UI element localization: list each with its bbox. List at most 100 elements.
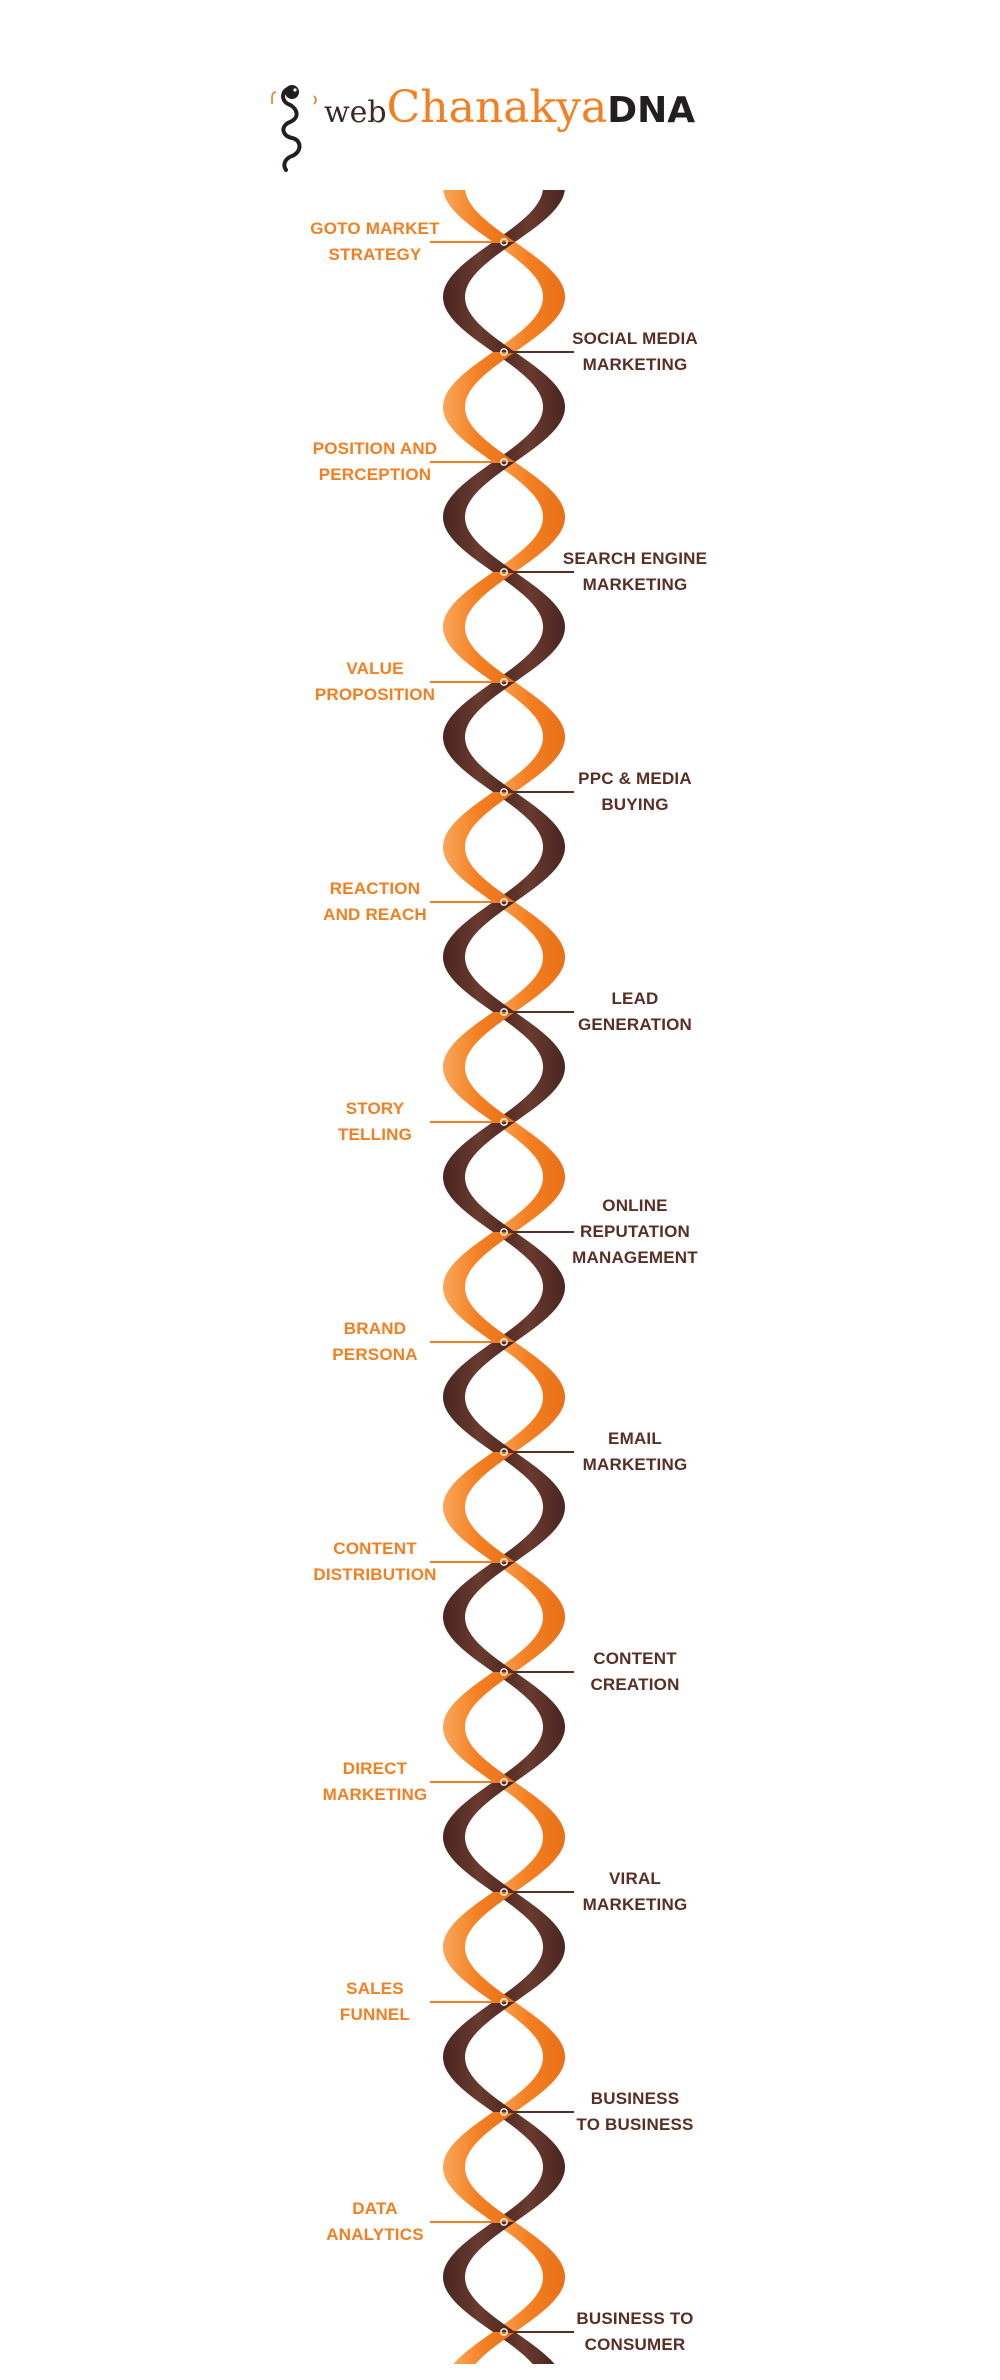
orange-strand-segment <box>493 1782 565 1892</box>
orange-strand-segment <box>493 902 565 1012</box>
brand-prefix: web <box>324 95 387 130</box>
brown-strand-segment <box>493 1232 565 1342</box>
junction-dots <box>500 238 508 2336</box>
right-strand-label: BUSINESS TO BUSINESS <box>550 2086 720 2138</box>
junction-dot <box>500 788 508 796</box>
label-line: GOTO MARKET <box>310 219 440 238</box>
brown-strand-segment <box>493 190 565 242</box>
brand-name: Chanakya <box>386 82 608 133</box>
label-line: LEAD <box>611 989 659 1008</box>
label-line: BRAND <box>343 1319 407 1338</box>
label-line: TELLING <box>337 1125 413 1144</box>
junction-dot <box>500 2108 508 2116</box>
right-strand-label: SOCIAL MEDIA MARKETING <box>550 326 720 378</box>
brown-strand-segment <box>493 792 565 902</box>
orange-strand-segment <box>443 792 515 902</box>
orange-strand-segment <box>493 1562 565 1672</box>
orange-strand-segment <box>443 1452 515 1562</box>
label-line: STRATEGY <box>328 245 422 264</box>
label-line: CREATION <box>590 1675 680 1694</box>
label-line: TO BUSINESS <box>576 2115 694 2134</box>
junction-dot <box>500 1778 508 1786</box>
label-line: BUSINESS <box>590 2089 680 2108</box>
brown-strand-segment <box>443 1342 515 1452</box>
orange-strand-segment <box>493 2002 565 2112</box>
orange-strand-segment <box>443 1012 515 1122</box>
label-line: DATA <box>352 2199 398 2218</box>
junction-dot <box>500 458 508 466</box>
orange-strand-segment <box>443 572 515 682</box>
junction-dot <box>500 1338 508 1346</box>
label-line: POSITION AND <box>312 439 438 458</box>
label-line: BUSINESS TO <box>576 2309 694 2328</box>
brown-strand-segment <box>493 352 565 462</box>
junction-dot <box>500 2328 508 2336</box>
orange-strand-segment <box>443 352 515 462</box>
junction-dot <box>500 238 508 246</box>
label-line: MARKETING <box>322 1785 428 1804</box>
label-line: REACTION <box>329 879 421 898</box>
label-line: MARKETING <box>582 1895 688 1914</box>
junction-dot <box>500 1118 508 1126</box>
brown-strand-segment <box>493 2112 565 2222</box>
brown-strand-segment <box>493 572 565 682</box>
label-line: FUNNEL <box>339 2005 411 2024</box>
orange-strand-segment <box>443 2112 515 2222</box>
label-line: PROPOSITION <box>314 685 436 704</box>
label-line: MARKETING <box>582 355 688 374</box>
junction-dot <box>500 568 508 576</box>
brown-strand-segment <box>443 242 515 352</box>
brown-strand-segment <box>443 462 515 572</box>
brown-strand-segment <box>493 1672 565 1782</box>
brown-strand-segment <box>493 1012 565 1122</box>
label-line: SEARCH ENGINE <box>562 549 708 568</box>
label-line: AND REACH <box>323 905 427 924</box>
junction-dot <box>500 1888 508 1896</box>
brown-strand-segment <box>493 1452 565 1562</box>
orange-strand-segment <box>453 2332 515 2364</box>
junction-dot <box>500 1008 508 1016</box>
label-line: SOCIAL MEDIA <box>572 329 698 348</box>
brown-strand-segment <box>443 682 515 792</box>
brown-strand-segment <box>443 2222 515 2332</box>
label-line: ANALYTICS <box>326 2225 424 2244</box>
junction-dot <box>500 1558 508 1566</box>
label-line: CONTENT <box>593 1649 677 1668</box>
left-strand-label: REACTION AND REACH <box>290 876 460 928</box>
label-line: MARKETING <box>582 1455 688 1474</box>
junction-dot <box>500 1228 508 1236</box>
label-line: ONLINE <box>602 1196 668 1215</box>
junction-dot <box>500 1448 508 1456</box>
junction-dot <box>500 1998 508 2006</box>
left-strand-label: DIRECT MARKETING <box>290 1756 460 1808</box>
right-strand-label: BUSINESS TO CONSUMER <box>550 2306 720 2358</box>
label-line: MANAGEMENT <box>572 1248 698 1267</box>
orange-strand-segment <box>493 1342 565 1452</box>
orange-strand-segment <box>493 2222 565 2332</box>
orange-strand-segment <box>443 1672 515 1782</box>
label-line: CONTENT <box>333 1539 417 1558</box>
brown-strand-segment <box>493 2332 555 2364</box>
orange-strand-segment <box>493 1122 565 1232</box>
orange-strand-segment <box>443 1892 515 2002</box>
orange-strand-segment <box>493 462 565 572</box>
label-line: CONSUMER <box>584 2335 686 2354</box>
brand-logo: webChanakyaDNA <box>262 80 742 180</box>
snake-logo-icon <box>271 85 317 172</box>
left-strand-label: GOTO MARKET STRATEGY <box>290 216 460 268</box>
label-line: DIRECT <box>342 1759 408 1778</box>
junction-dot <box>500 898 508 906</box>
brand-suffix: DNA <box>607 90 696 131</box>
